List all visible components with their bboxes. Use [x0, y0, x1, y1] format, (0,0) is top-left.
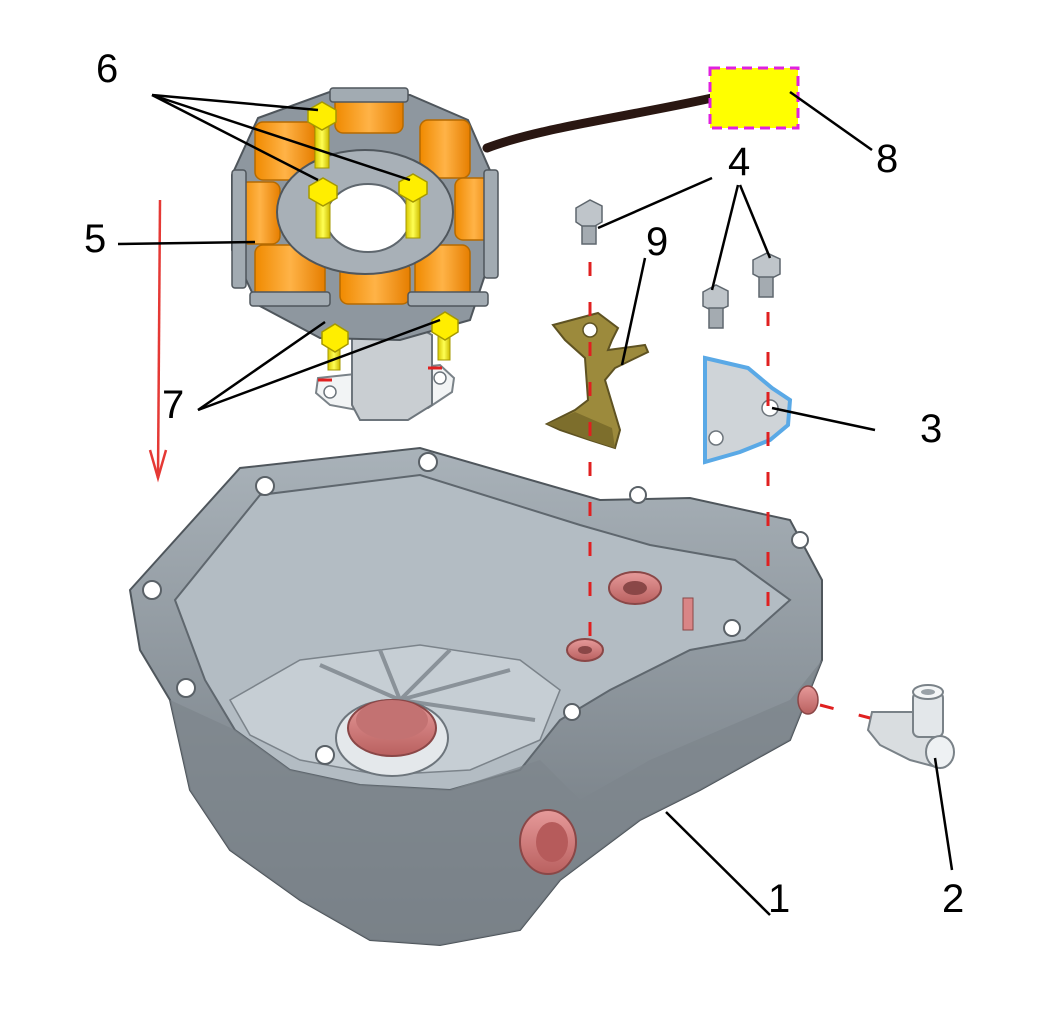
wire — [482, 93, 717, 153]
stator — [231, 87, 499, 421]
housing-ribs — [319, 648, 536, 722]
callout-7: 7 — [162, 383, 184, 427]
bolt-6b — [308, 177, 338, 239]
housing-center-hub — [335, 699, 449, 777]
callout-8: 8 — [876, 137, 898, 181]
elbow-fitting — [866, 684, 955, 770]
housing-pink-bosses — [566, 571, 694, 662]
bolt-4b — [702, 284, 729, 329]
housing-bolt-holes — [142, 452, 809, 765]
callout-1: 1 — [768, 877, 790, 921]
connector — [708, 66, 800, 130]
pickup-sensor — [314, 320, 456, 421]
callout-5: 5 — [84, 217, 106, 261]
callout-labels: 1 2 3 4 5 6 7 8 9 — [84, 47, 964, 921]
callout-9: 9 — [646, 220, 668, 264]
bolt-7a — [321, 323, 349, 371]
assembly-direction-arrow — [148, 199, 168, 483]
housing-cover — [128, 446, 823, 947]
bolt-6c — [398, 173, 428, 239]
leader-lines — [117, 90, 954, 916]
bolts-4 — [575, 199, 781, 329]
bracket — [544, 311, 650, 450]
callout-2: 2 — [942, 877, 964, 921]
bolt-4a — [575, 199, 603, 245]
housing-side-port — [519, 809, 577, 875]
callout-3: 3 — [920, 407, 942, 451]
callout-6: 6 — [96, 47, 118, 91]
assembly-dashes — [318, 262, 871, 720]
stator-pole-shoes — [231, 87, 499, 307]
bolt-7b — [431, 311, 459, 361]
wire-connector — [482, 66, 800, 153]
bolt-4c — [752, 252, 781, 298]
callout-4: 4 — [728, 140, 750, 184]
stator-center-hole — [325, 183, 411, 253]
housing-right-port — [797, 685, 819, 715]
housing-front-wall — [170, 660, 822, 945]
